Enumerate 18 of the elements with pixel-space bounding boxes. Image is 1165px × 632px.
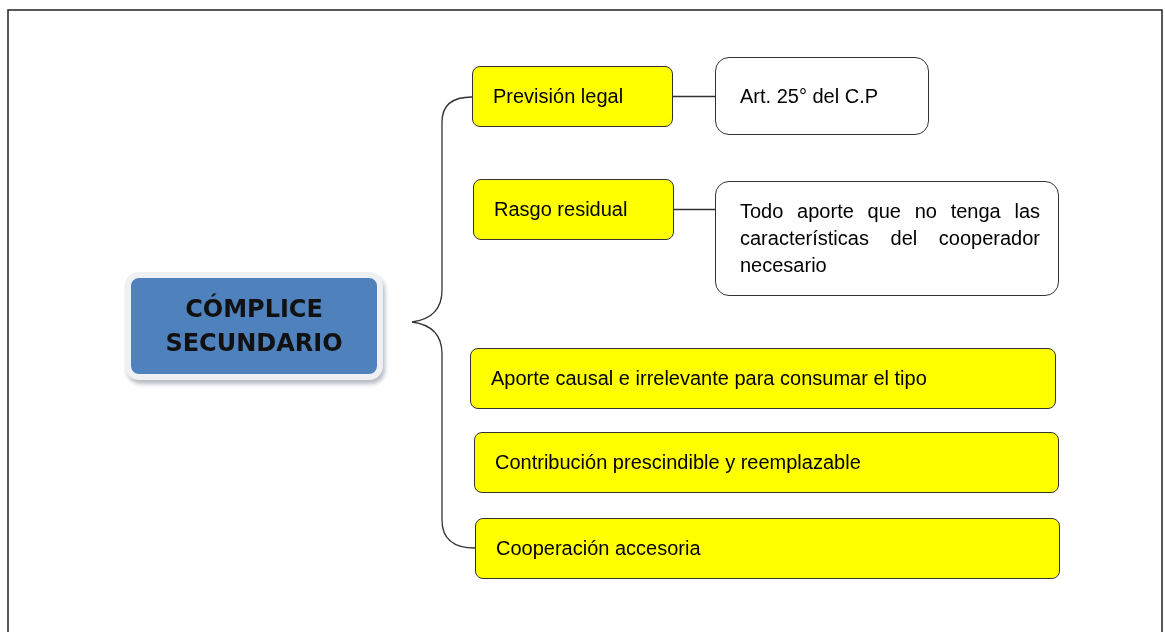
box-text: Previsión legal bbox=[493, 85, 624, 108]
category-box bbox=[474, 432, 1059, 493]
box-text: Cooperación accesoria bbox=[496, 537, 701, 560]
box-text: CÓMPLICE SECUNDARIO bbox=[164, 292, 344, 359]
category-box bbox=[475, 518, 1060, 579]
box-text: Todo aporte que no tenga las características del cooperador necesario bbox=[740, 199, 1040, 278]
connector-line bbox=[672, 95, 716, 98]
detail-box bbox=[715, 181, 1059, 296]
category-box bbox=[473, 179, 674, 240]
category-box bbox=[472, 66, 673, 127]
box-text: Contribución prescindible y reemplazable bbox=[495, 451, 861, 474]
category-box bbox=[470, 348, 1056, 409]
box-text: Art. 25° del C.P bbox=[740, 84, 879, 108]
topic-box bbox=[125, 272, 383, 380]
connector-line bbox=[673, 208, 716, 211]
box-text: Rasgo residual bbox=[494, 198, 628, 221]
detail-box bbox=[715, 57, 929, 135]
box-text: Aporte causal e irrelevante para consumar el tipo bbox=[491, 367, 927, 390]
